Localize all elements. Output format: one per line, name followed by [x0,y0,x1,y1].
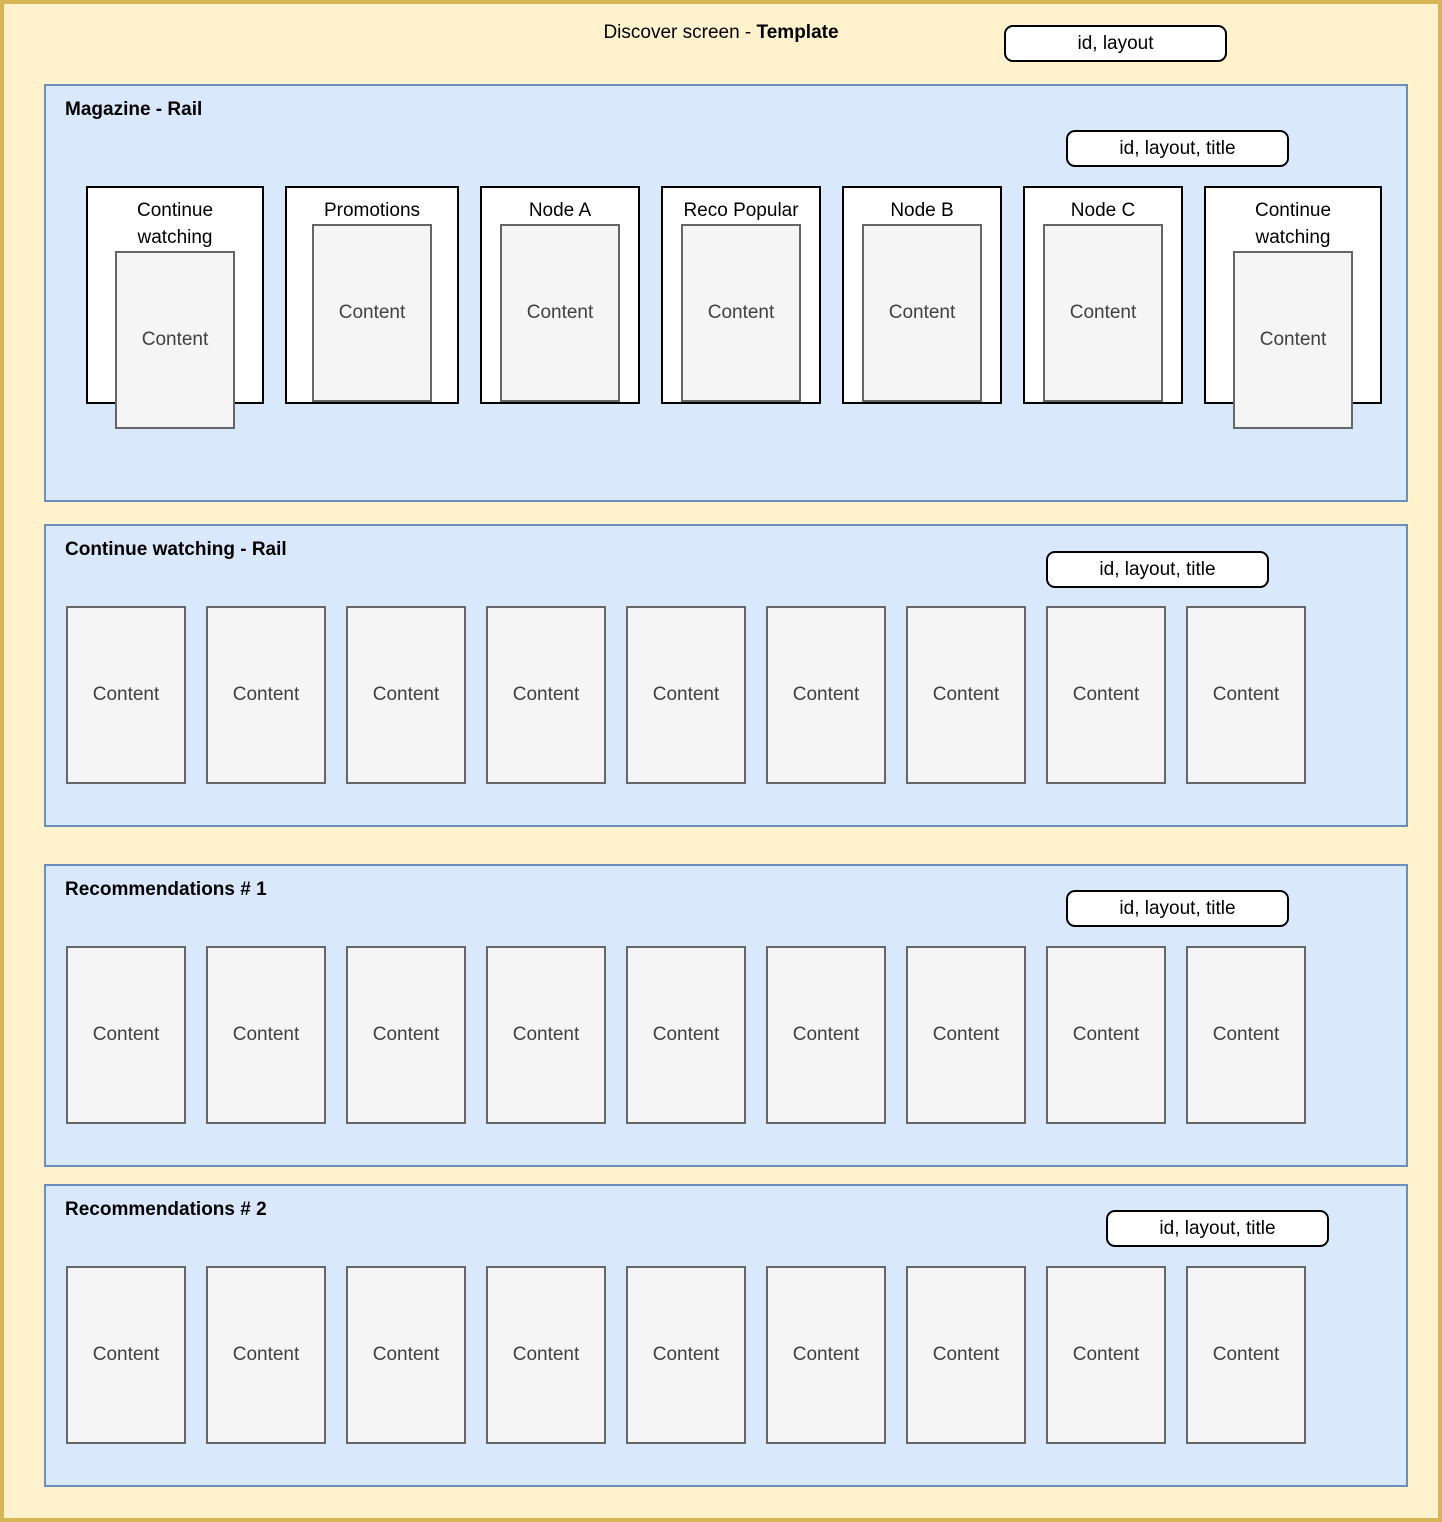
magazine-card-title: Promotions [323,200,421,221]
content-placeholder: Content [906,1266,1026,1444]
section-magazine-rail: Magazine - Rail id, layout, title Contin… [44,84,1408,502]
rail-attributes-badge: id, layout, title [1046,551,1269,588]
magazine-card-node-a: Node A Content [480,186,640,404]
screen-attributes-badge: id, layout [1004,25,1227,62]
section-title: Recommendations # 1 [65,879,267,900]
content-placeholder: Content [1186,1266,1306,1444]
content-placeholder: Content [500,224,620,402]
page-title: Discover screen - Template [4,21,1438,45]
content-placeholder: Content [486,946,606,1124]
magazine-card-promotions: Promotions Content [285,186,459,404]
content-placeholder: Content [626,606,746,784]
magazine-card-continue-watching: Continue watching Content [86,186,264,429]
content-placeholder: Content [115,251,235,429]
rail-attributes-badge: id, layout, title [1066,130,1289,167]
content-placeholder: Content [1046,606,1166,784]
content-placeholder: Content [1046,946,1166,1124]
section-recommendations-1: Recommendations # 1 id, layout, title Co… [44,864,1408,1167]
content-placeholder: Content [766,946,886,1124]
content-placeholder: Content [66,606,186,784]
magazine-card-title: Continue watching [136,200,214,248]
content-placeholder: Content [1186,606,1306,784]
content-placeholder: Content [766,1266,886,1444]
section-title: Magazine - Rail [65,99,203,120]
section-recommendations-2: Recommendations # 2 id, layout, title Co… [44,1184,1408,1487]
content-placeholder: Content [66,946,186,1124]
content-placeholder: Content [206,606,326,784]
continue-watching-items-row: Content Content Content Content Content … [66,606,1306,784]
content-placeholder: Content [346,1266,466,1444]
content-placeholder: Content [681,224,801,402]
content-placeholder: Content [626,1266,746,1444]
recommendations-2-items-row: Content Content Content Content Content … [66,1266,1306,1444]
magazine-card-title: Node C [1070,200,1136,221]
content-placeholder: Content [1043,224,1163,402]
content-placeholder: Content [1233,251,1353,429]
magazine-card-reco-popular: Reco Popular Content [661,186,821,404]
magazine-cards-row: Continue watching Content Promotions Con… [86,186,1382,429]
section-title: Recommendations # 2 [65,1199,267,1220]
recommendations-1-items-row: Content Content Content Content Content … [66,946,1306,1124]
content-placeholder: Content [206,1266,326,1444]
content-placeholder: Content [346,946,466,1124]
section-title: Continue watching - Rail [65,539,287,560]
magazine-card-title: Node B [890,200,954,221]
content-placeholder: Content [906,946,1026,1124]
content-placeholder: Content [312,224,432,402]
rail-attributes-badge: id, layout, title [1066,890,1289,927]
content-placeholder: Content [1046,1266,1166,1444]
content-placeholder: Content [346,606,466,784]
content-placeholder: Content [486,606,606,784]
content-placeholder: Content [766,606,886,784]
rail-attributes-badge: id, layout, title [1106,1210,1329,1247]
content-placeholder: Content [862,224,982,402]
content-placeholder: Content [906,606,1026,784]
section-continue-watching-rail: Continue watching - Rail id, layout, tit… [44,524,1408,827]
magazine-card-node-c: Node C Content [1023,186,1183,404]
content-placeholder: Content [626,946,746,1124]
magazine-card-title: Node A [528,200,592,221]
content-placeholder: Content [486,1266,606,1444]
magazine-card-title: Continue watching [1254,200,1332,248]
page-title-regular: Discover screen - [603,22,757,43]
content-placeholder: Content [66,1266,186,1444]
page-title-bold: Template [756,22,839,43]
magazine-card-node-b: Node B Content [842,186,1002,404]
content-placeholder: Content [1186,946,1306,1124]
magazine-card-continue-watching-2: Continue watching Content [1204,186,1382,429]
content-placeholder: Content [206,946,326,1124]
magazine-card-title: Reco Popular [683,200,799,221]
